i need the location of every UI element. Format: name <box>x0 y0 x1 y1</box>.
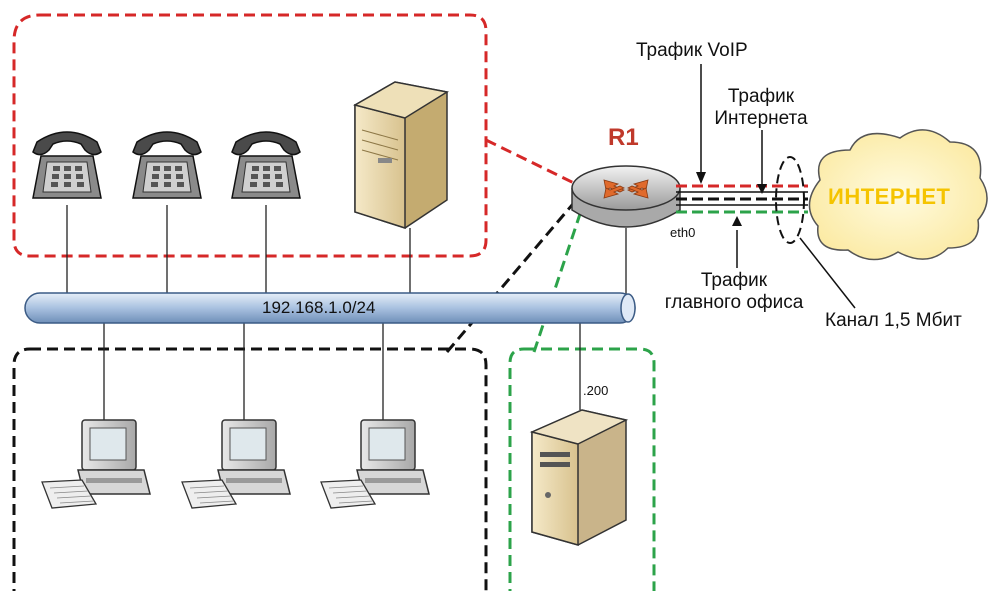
lan-bus <box>24 292 636 324</box>
voip-traffic-connector <box>485 138 579 187</box>
internet-traffic-label-line1: Трафик <box>727 86 795 107</box>
link-pointer <box>799 237 856 309</box>
internet-cloud-icon <box>808 129 988 261</box>
internet-traffic-label: Трафик Интернета <box>706 86 816 130</box>
pc-traffic-connector <box>445 197 580 353</box>
router-name: R1 <box>608 124 639 151</box>
office-traffic-connector <box>532 213 582 353</box>
pc-2-icon <box>181 419 291 509</box>
phone-3-icon <box>231 131 301 199</box>
office-traffic-label: Трафик главного офиса <box>652 270 816 314</box>
internet-traffic-label-line2: Интернета <box>714 107 808 129</box>
pc-1-icon <box>41 419 151 509</box>
link-bandwidth-label: Канал 1,5 Мбит <box>825 310 962 331</box>
office-server-icon <box>529 409 629 546</box>
link-bandwidth-ellipse <box>775 156 805 244</box>
internet-name: ИНТЕРНЕТ <box>828 184 951 209</box>
server-group-outline <box>508 347 656 591</box>
router-icon <box>571 165 681 228</box>
office-traffic-label-line1: Трафик <box>700 270 768 291</box>
server-address-label: .200 <box>583 383 609 398</box>
internet-pointer <box>757 130 767 194</box>
pc-3-icon <box>320 419 430 509</box>
voip-group-outline <box>12 13 488 258</box>
phone-2-icon <box>132 131 202 199</box>
voip-pointer <box>696 64 706 184</box>
voip-traffic-label: Трафик VoIP <box>636 40 748 61</box>
office-traffic-label-line2: главного офиса <box>664 291 804 313</box>
phone-1-icon <box>32 131 102 199</box>
office-pointer <box>732 216 742 268</box>
pbx-server-icon <box>353 81 450 230</box>
lan-subnet-label: 192.168.1.0/24 <box>262 298 376 317</box>
router-interface-label: eth0 <box>670 225 696 240</box>
pc-group-outline <box>12 347 488 591</box>
